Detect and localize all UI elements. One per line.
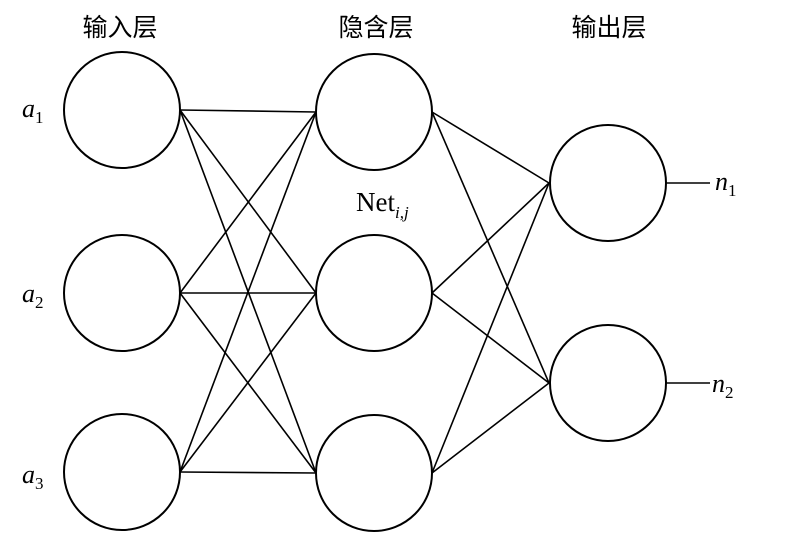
hidden-neuron-3 — [315, 414, 433, 532]
input-label-var: a — [22, 94, 35, 123]
net-label: Neti,j — [356, 187, 409, 222]
hidden-neuron-1 — [315, 53, 433, 171]
net-label-main: Net — [356, 187, 395, 217]
input-label-var: a — [22, 460, 35, 489]
connection — [431, 182, 550, 294]
input-neuron-3 — [63, 413, 181, 531]
input-neuron-1 — [63, 51, 181, 169]
output-neuron-2 — [549, 324, 667, 442]
hidden-neuron-2 — [315, 234, 433, 352]
input-layer-title: 输入层 — [82, 13, 157, 42]
connection — [431, 382, 550, 474]
output-label-1: n1 — [715, 167, 737, 200]
input-label-subscript: 2 — [35, 293, 44, 312]
connection — [431, 111, 550, 384]
input-label-subscript: 1 — [35, 108, 44, 127]
input-neuron-2 — [63, 234, 181, 352]
connection — [179, 111, 317, 294]
connection — [179, 471, 317, 474]
net-label-subscript: i,j — [395, 203, 409, 222]
input-label-3: a3 — [22, 460, 44, 493]
connection — [431, 292, 550, 384]
output-neuron-1 — [549, 124, 667, 242]
input-label-subscript: 3 — [35, 474, 44, 493]
output-label-var: n — [712, 369, 725, 398]
connection — [431, 182, 550, 474]
input-label-2: a2 — [22, 279, 44, 312]
input-label-var: a — [22, 279, 35, 308]
output-label-subscript: 1 — [728, 181, 737, 200]
connection — [179, 109, 317, 113]
output-label-subscript: 2 — [725, 383, 734, 402]
hidden-output-connections — [431, 111, 550, 474]
output-layer-title: 输出层 — [571, 13, 646, 42]
output-label-var: n — [715, 167, 728, 196]
input-hidden-connections — [179, 109, 317, 474]
connection — [179, 292, 317, 473]
input-label-1: a1 — [22, 94, 44, 127]
output-label-2: n2 — [712, 369, 734, 402]
hidden-layer-title: 隐含层 — [338, 13, 413, 42]
connection — [179, 111, 317, 473]
connection — [431, 111, 550, 184]
